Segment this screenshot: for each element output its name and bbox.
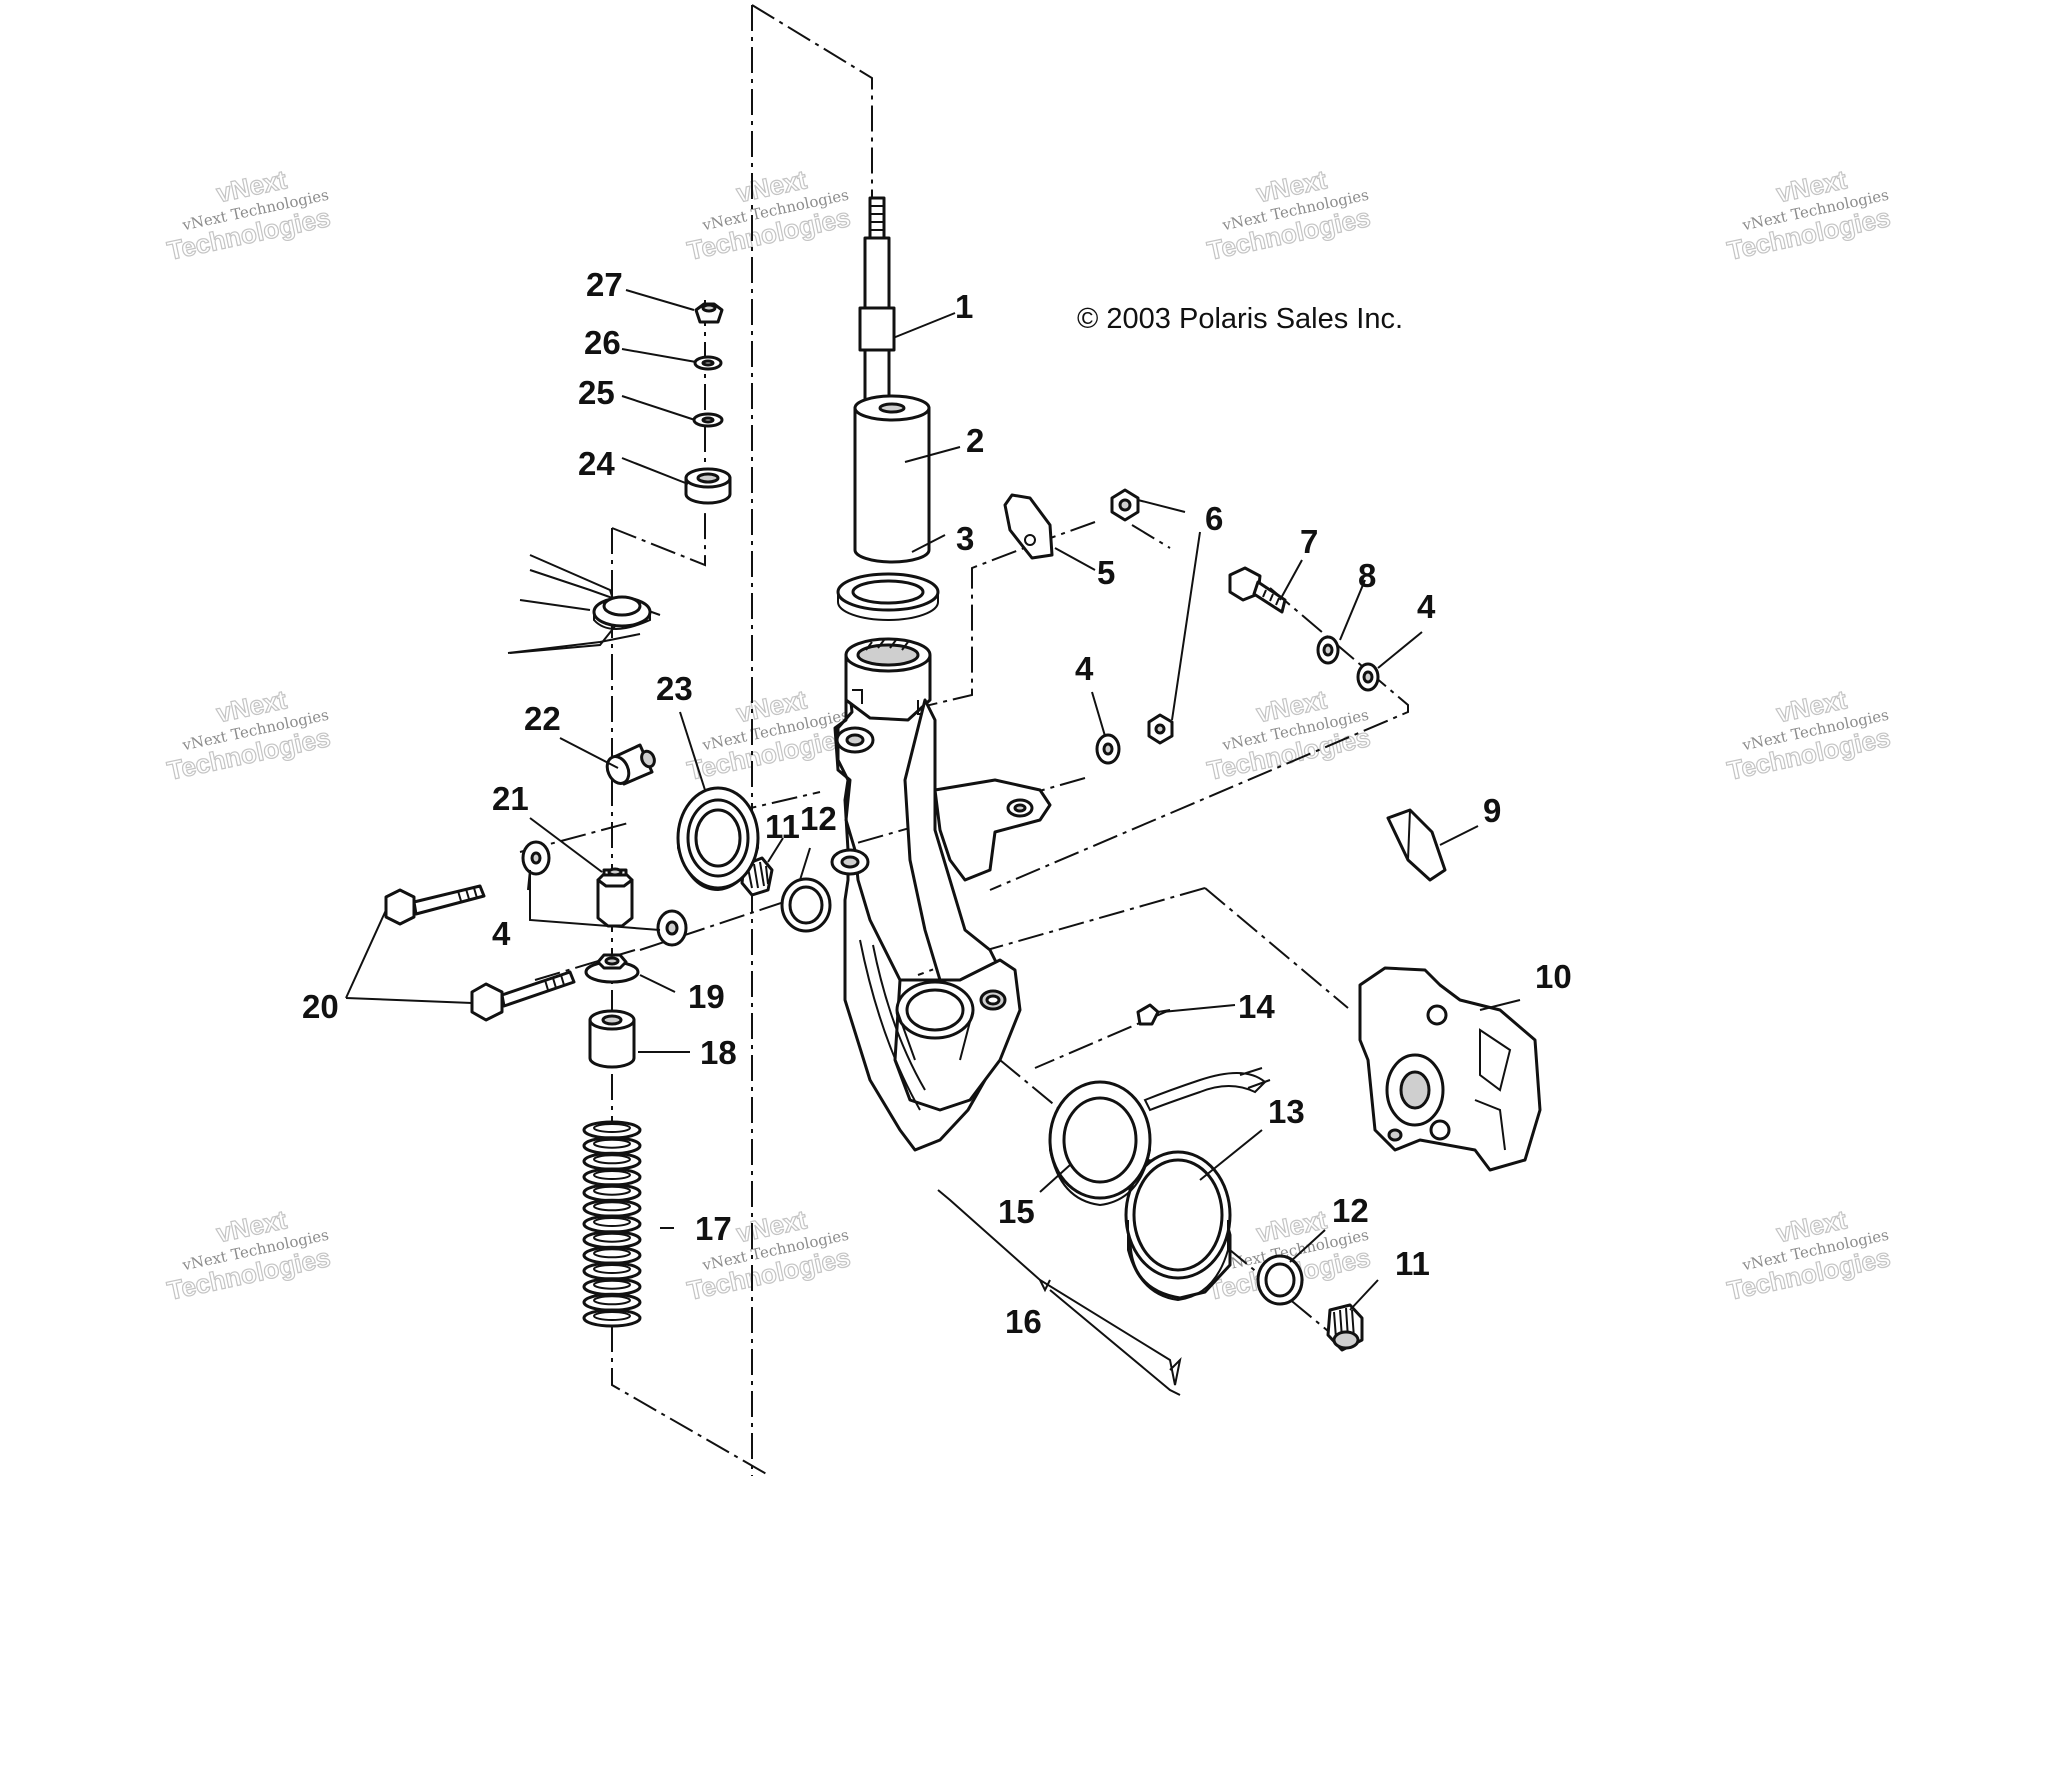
part-9-block — [1386, 808, 1447, 882]
part-21-hex-spacer — [596, 867, 634, 928]
callout-17: 17 — [695, 1210, 732, 1247]
callout-7: 7 — [1300, 523, 1318, 560]
callout-4: 4 — [1075, 650, 1094, 687]
part-14-grease-fitting — [1136, 1003, 1171, 1026]
callout-11: 11 — [765, 808, 800, 845]
part-4-washer-right — [1356, 662, 1380, 692]
spring-coil-inner — [593, 1264, 631, 1274]
callout-26: 26 — [584, 324, 621, 361]
callout-6: 6 — [1205, 500, 1223, 537]
part-20-bolt-upper — [384, 884, 486, 926]
callout-10: 10 — [1535, 958, 1572, 995]
part-15-washer-ring — [1048, 1080, 1152, 1207]
part-19-flange-nut — [584, 953, 640, 984]
part-3-thrust-washer — [836, 572, 940, 621]
spring-coil-inner — [593, 1295, 631, 1306]
callout-19: 19 — [688, 978, 725, 1015]
part-25-washer — [692, 412, 724, 428]
callout-2: 2 — [966, 422, 984, 459]
part-11-bearing-cone-lower — [1326, 1303, 1364, 1352]
callout-15: 15 — [998, 1193, 1035, 1230]
callout-14: 14 — [1238, 988, 1275, 1025]
spring-coil-inner — [593, 1217, 631, 1227]
leader-lines — [345, 289, 1521, 1311]
callout-23: 23 — [656, 670, 693, 707]
part-16-bracket — [937, 1189, 1182, 1396]
callout-16: 16 — [1005, 1303, 1042, 1340]
spring-coil-inner — [593, 1248, 631, 1259]
callout-22: 22 — [524, 700, 561, 737]
part-10-caliper — [1358, 966, 1542, 1172]
spring-coil-inner — [593, 1201, 631, 1212]
spring-coil-inner — [593, 1138, 631, 1149]
part-6-nut-upper — [1110, 488, 1140, 522]
spring-coil-inner — [593, 1311, 631, 1321]
callout-12: 12 — [1332, 1192, 1369, 1229]
spring-coil-inner — [593, 1185, 631, 1196]
part-4-washer-left-2 — [656, 909, 688, 947]
part-24-bushing — [684, 467, 732, 505]
copyright-text: © 2003 Polaris Sales Inc. — [1077, 303, 1403, 335]
callout-21: 21 — [492, 780, 529, 817]
callout-18: 18 — [700, 1034, 737, 1071]
spring-coil-inner — [593, 1279, 631, 1290]
spring-coil-inner — [593, 1232, 631, 1243]
part-17-spring — [582, 1120, 642, 1328]
callout-5: 5 — [1097, 554, 1115, 591]
callout-9: 9 — [1483, 792, 1501, 829]
callout-labels: 1 2 3 5 6 7 8 4 4 9 10 11 12 14 13 15 12… — [302, 266, 1572, 1340]
part-26-washer — [693, 355, 723, 371]
part-23-seal — [676, 786, 760, 892]
callout-27: 27 — [586, 266, 623, 303]
callout-1: 1 — [955, 288, 973, 325]
callout-12: 12 — [800, 800, 837, 837]
part-4-washer-left-1 — [521, 840, 551, 876]
callout-20: 20 — [302, 988, 339, 1025]
part-7-bolt — [1228, 566, 1287, 614]
callout-11: 11 — [1395, 1245, 1430, 1282]
spring-coil-inner — [593, 1123, 631, 1133]
part-12-race-lower — [1256, 1254, 1304, 1306]
part-18-bushing — [588, 1009, 636, 1069]
callout-3: 3 — [956, 520, 974, 557]
part-8-lock-washer — [1316, 635, 1340, 665]
part-4-washer-center — [1095, 733, 1121, 765]
frame-mount — [509, 554, 652, 654]
part-27-nut — [694, 302, 724, 324]
part-12-race-upper — [780, 877, 832, 933]
callout-4: 4 — [1417, 588, 1436, 625]
part-13-ring — [1124, 1150, 1232, 1302]
callout-25: 25 — [578, 374, 615, 411]
part-22-small-bushing — [605, 743, 656, 786]
callout-8: 8 — [1358, 557, 1376, 594]
callout-24: 24 — [578, 445, 615, 482]
part-11-bearing-cone-upper — [740, 856, 774, 897]
part-1-spindle-shaft — [858, 196, 896, 402]
callout-13: 13 — [1268, 1093, 1305, 1130]
brake-line — [1143, 1067, 1271, 1112]
spring-coil-inner — [593, 1170, 631, 1180]
spindle-housing — [830, 637, 1052, 1152]
part-6-nut-lower — [1147, 713, 1174, 745]
callout-4: 4 — [492, 915, 511, 952]
spring-coil-inner — [593, 1154, 631, 1165]
part-5-clip — [1003, 493, 1054, 560]
part-2-sleeve — [853, 394, 931, 564]
part-20-bolt-lower — [470, 970, 576, 1022]
